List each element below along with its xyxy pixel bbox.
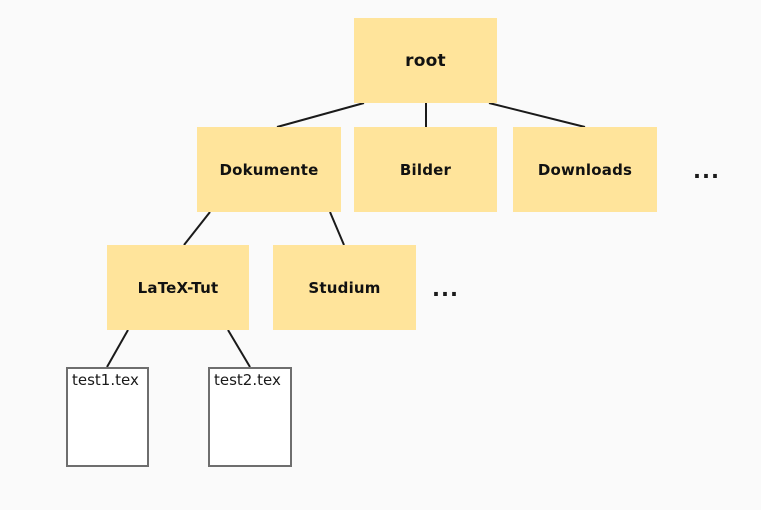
node-dokumente[interactable]: Dokumente [197, 127, 341, 212]
node-bilder-label: Bilder [399, 160, 452, 179]
ellipsis-level3: ... [432, 277, 459, 301]
edge-dokumente-latextut [183, 211, 211, 246]
node-test1-tex[interactable]: test1.tex [66, 367, 149, 467]
edge-latextut-test1 [106, 329, 129, 368]
node-test2-tex[interactable]: test2.tex [208, 367, 292, 467]
node-downloads-label: Downloads [537, 160, 633, 179]
node-test1-tex-label: test1.tex [72, 371, 139, 389]
node-root[interactable]: root [354, 18, 497, 103]
edge-dokumente-studium [329, 211, 345, 246]
node-downloads[interactable]: Downloads [513, 127, 657, 212]
node-root-label: root [405, 50, 446, 71]
edge-root-downloads [488, 102, 586, 128]
node-studium[interactable]: Studium [273, 245, 416, 330]
node-test2-tex-label: test2.tex [214, 371, 281, 389]
ellipsis-level2: ... [693, 159, 720, 183]
node-studium-label: Studium [308, 278, 381, 297]
node-dokumente-label: Dokumente [219, 160, 319, 179]
node-latex-tut[interactable]: LaTeX-Tut [107, 245, 249, 330]
edge-latextut-test2 [227, 329, 251, 368]
edge-root-dokumente [276, 102, 365, 128]
node-bilder[interactable]: Bilder [354, 127, 497, 212]
node-latex-tut-label: LaTeX-Tut [137, 278, 219, 297]
